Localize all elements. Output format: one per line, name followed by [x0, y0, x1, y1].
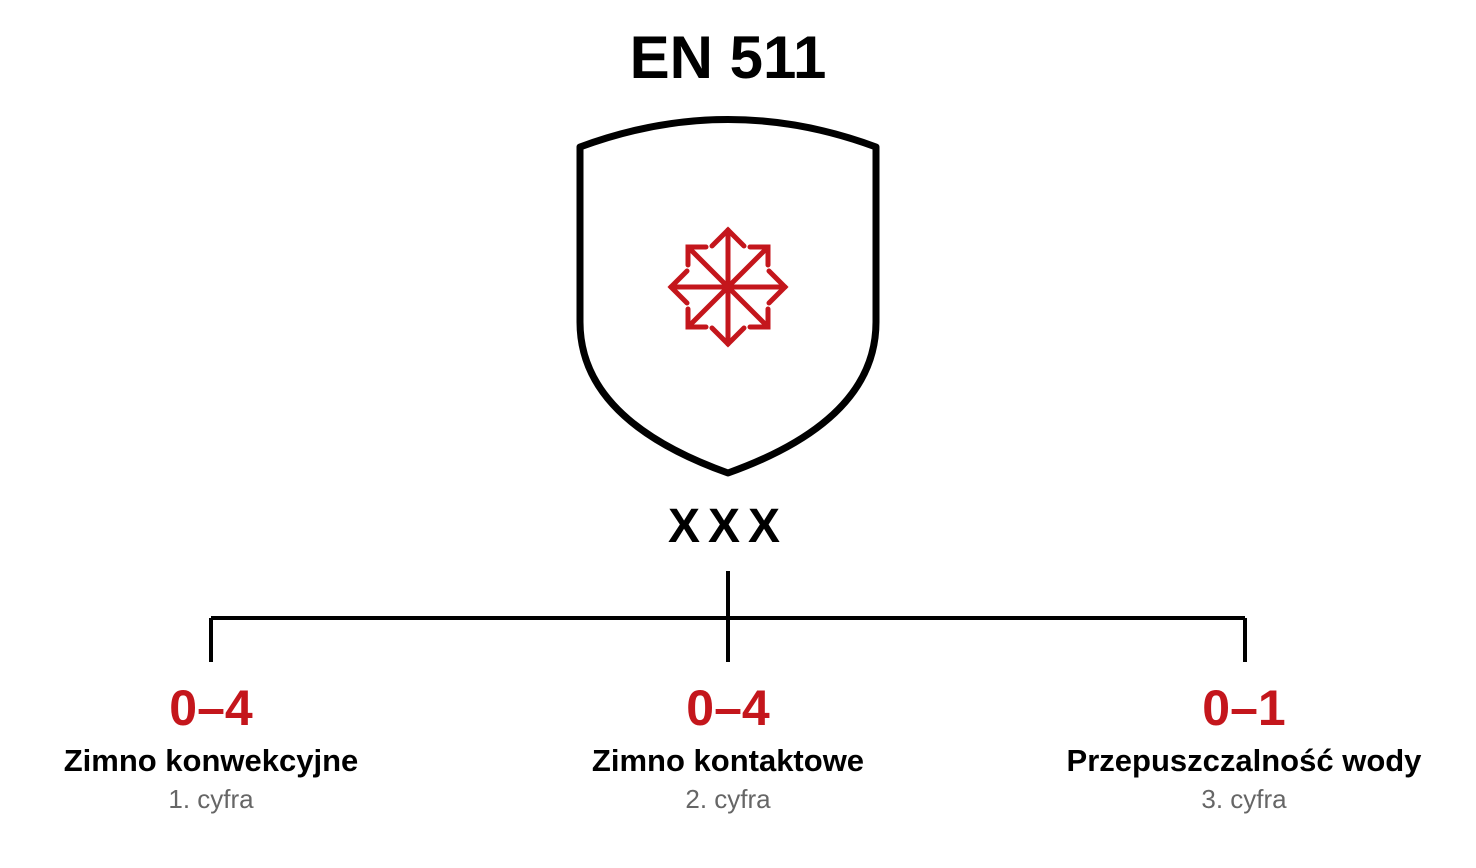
parameter-label: Przepuszczalność wody	[1066, 743, 1422, 778]
shield-icon	[576, 116, 880, 477]
parameter-label: Zimno kontaktowe	[591, 743, 865, 778]
digit-position: 1. cyfra	[168, 784, 254, 814]
standard-title: EN 511	[629, 24, 827, 91]
digit-column-3: 0–1 Przepuszczalność wody 3. cyfra	[1014, 683, 1474, 812]
range-value: 0–4	[686, 680, 770, 736]
parameter-label: Zimno konwekcyjne	[63, 743, 359, 778]
snowflake-icon	[667, 226, 789, 348]
connector-lines	[209, 571, 1247, 662]
digit-position: 3. cyfra	[1201, 784, 1287, 814]
code-placeholder: XXX	[667, 500, 789, 553]
digit-column-2: 0–4 Zimno kontaktowe 2. cyfra	[498, 683, 958, 812]
range-value: 0–1	[1202, 680, 1286, 736]
digit-position: 2. cyfra	[685, 784, 771, 814]
range-value: 0–4	[169, 680, 253, 736]
digit-column-1: 0–4 Zimno konwekcyjne 1. cyfra	[0, 683, 441, 812]
